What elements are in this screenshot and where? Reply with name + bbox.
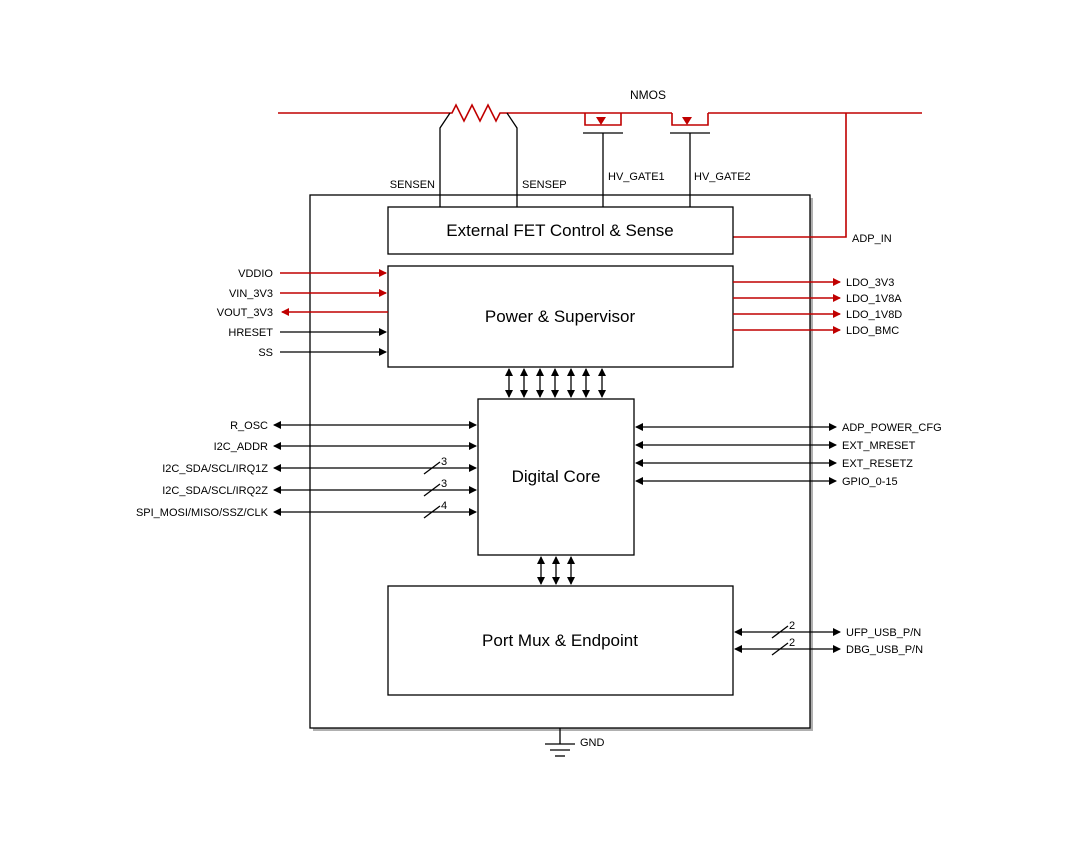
ufp-usb-label: UFP_USB_P/N bbox=[846, 627, 921, 639]
ground-icon bbox=[545, 728, 575, 757]
port-right-signals bbox=[734, 625, 841, 656]
spi-label: SPI_MOSI/MISO/SSZ/CLK bbox=[136, 507, 269, 519]
vin-3v3-label: VIN_3V3 bbox=[229, 288, 273, 300]
hreset-label: HRESET bbox=[228, 327, 273, 339]
fet-control-block bbox=[387, 206, 734, 255]
ldo-bmc-label: LDO_BMC bbox=[846, 325, 899, 337]
nmos-label: NMOS bbox=[630, 88, 666, 102]
bus-width-i2c-1: 3 bbox=[441, 456, 447, 468]
nmos2-source-drain bbox=[671, 113, 709, 126]
i2c-1-label: I2C_SDA/SCL/IRQ1Z bbox=[162, 463, 268, 475]
ldo-1v8d-label: LDO_1V8D bbox=[846, 309, 902, 321]
ext-mreset-label: EXT_MRESET bbox=[842, 440, 916, 452]
sense-resistor bbox=[443, 103, 512, 123]
bus-width-i2c-2: 3 bbox=[441, 478, 447, 490]
bus-width-ufp: 2 bbox=[789, 620, 795, 632]
sense-lines bbox=[439, 112, 518, 207]
power-path bbox=[278, 103, 922, 238]
ext-resetz-label: EXT_RESETZ bbox=[842, 458, 913, 470]
power-supervisor-block bbox=[387, 265, 734, 368]
core-left-signals bbox=[273, 421, 477, 519]
r-osc-label: R_OSC bbox=[230, 420, 268, 432]
ss-label: SS bbox=[258, 347, 273, 359]
sensep-label: SENSEP bbox=[522, 179, 567, 191]
power-supervisor-title: Power & Supervisor bbox=[485, 307, 636, 326]
core-right-signals bbox=[635, 423, 837, 485]
hv-gate2-label: HV_GATE2 bbox=[694, 171, 751, 183]
gpio-label: GPIO_0-15 bbox=[842, 476, 898, 488]
power-left-signals bbox=[280, 269, 388, 356]
core-port-bus bbox=[537, 556, 575, 585]
dbg-usb-label: DBG_USB_P/N bbox=[846, 644, 923, 656]
nmos1-source-drain bbox=[584, 113, 622, 126]
adp-power-cfg-label: ADP_POWER_CFG bbox=[842, 422, 942, 434]
digital-core-title: Digital Core bbox=[512, 467, 601, 486]
vddio-label: VDDIO bbox=[238, 268, 273, 280]
port-mux-title: Port Mux & Endpoint bbox=[482, 631, 638, 650]
nmos-gates bbox=[583, 132, 710, 207]
fet-control-title: External FET Control & Sense bbox=[446, 221, 673, 240]
port-mux-block bbox=[387, 585, 734, 696]
vout-3v3-label: VOUT_3V3 bbox=[217, 307, 273, 319]
power-core-bus bbox=[505, 368, 606, 398]
digital-core-block bbox=[477, 398, 635, 556]
power-right-signals bbox=[733, 278, 841, 334]
bus-width-spi: 4 bbox=[441, 500, 447, 512]
gnd-label: GND bbox=[580, 737, 605, 749]
i2c-2-label: I2C_SDA/SCL/IRQ2Z bbox=[162, 485, 268, 497]
sensen-label: SENSEN bbox=[390, 179, 435, 191]
adp-in-label: ADP_IN bbox=[852, 233, 892, 245]
i2c-addr-label: I2C_ADDR bbox=[214, 441, 268, 453]
hv-gate1-label: HV_GATE1 bbox=[608, 171, 665, 183]
bus-width-dbg: 2 bbox=[789, 637, 795, 649]
ldo-1v8a-label: LDO_1V8A bbox=[846, 293, 902, 305]
ldo-3v3-label: LDO_3V3 bbox=[846, 277, 894, 289]
